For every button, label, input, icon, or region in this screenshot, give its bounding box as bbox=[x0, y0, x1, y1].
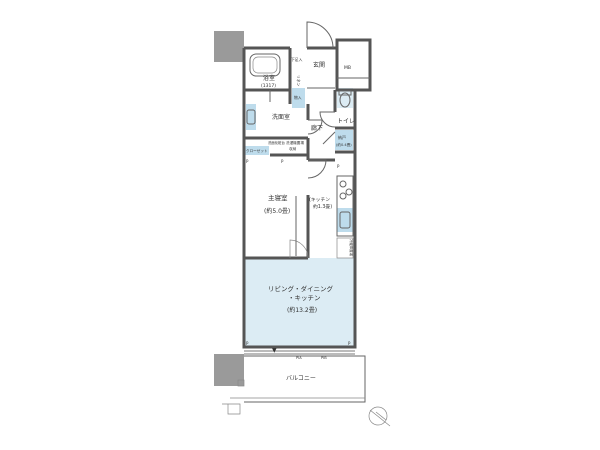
kitchen-sink-area bbox=[337, 208, 353, 232]
label-meter-box: MB bbox=[344, 65, 351, 71]
label-nando-size: (約0.4畳) bbox=[336, 142, 352, 147]
label-master: 主寝室 bbox=[268, 193, 288, 202]
fridge-space bbox=[336, 237, 354, 259]
label-shoe-closet: 下足入 bbox=[291, 57, 303, 62]
mark-pib: PIB bbox=[321, 356, 327, 360]
label-bath: 浴室 bbox=[263, 74, 275, 82]
label-nando: 納戸 bbox=[338, 134, 346, 140]
nando-door bbox=[322, 131, 336, 145]
mark-p-2: P bbox=[281, 159, 284, 164]
entrance-door bbox=[306, 21, 334, 49]
balcony-step bbox=[222, 403, 241, 415]
label-bath-size: (1317) bbox=[261, 83, 276, 89]
label-ldk-size: (約13.2畳) bbox=[287, 306, 317, 314]
label-tall-cabinet: 収納 bbox=[289, 146, 297, 151]
label-toilet: トイレ bbox=[337, 118, 355, 125]
stove-burner-3 bbox=[339, 192, 347, 200]
washroom-sink bbox=[246, 109, 256, 125]
label-washer: 洗濯機置場 bbox=[286, 140, 304, 145]
north-arrow-icon bbox=[368, 406, 391, 427]
balcony-outline bbox=[244, 355, 366, 403]
toilet-door bbox=[319, 111, 336, 128]
mark-down-arrow: ▼ bbox=[272, 347, 277, 354]
mark-p-1: P bbox=[246, 159, 249, 164]
label-wardrobe: クローゼット bbox=[246, 148, 268, 153]
column-top-left bbox=[214, 31, 244, 62]
stove-burner-1 bbox=[339, 180, 347, 188]
label-balcony: バルコニー bbox=[286, 375, 316, 382]
nando-area bbox=[335, 130, 353, 150]
wardrobe-area bbox=[244, 146, 269, 155]
label-kitchen: (キッチン bbox=[309, 197, 330, 203]
label-ldk-line2: ・キッチン bbox=[288, 294, 321, 302]
label-washroom: 洗面室 bbox=[272, 113, 290, 121]
storage-area bbox=[292, 88, 305, 108]
kitchen-counter bbox=[336, 175, 354, 237]
ldk-area bbox=[244, 258, 355, 347]
label-sink: 洗面化粧台 bbox=[268, 140, 286, 145]
toilet-fixture-area bbox=[337, 88, 353, 108]
stove-burner-2 bbox=[345, 188, 353, 196]
label-linen: リネン bbox=[296, 75, 301, 87]
mark-pia: PIA bbox=[296, 356, 302, 360]
toilet-bowl bbox=[339, 92, 351, 108]
label-fridge: 冷蔵庫置場 bbox=[349, 239, 354, 257]
ldk-door bbox=[289, 239, 309, 259]
mark-p-5: P bbox=[348, 341, 351, 346]
label-storage-closet: 物入 bbox=[294, 95, 302, 100]
bathtub-inner bbox=[252, 56, 278, 74]
toilet-tank bbox=[338, 90, 352, 96]
label-ldk-line1: リビング・ダイニング bbox=[268, 284, 334, 293]
entrance-wall bbox=[335, 38, 372, 92]
washroom-sink-area bbox=[246, 104, 256, 130]
label-hall: 廊下 bbox=[311, 124, 323, 132]
bathtub bbox=[249, 53, 281, 77]
washroom-door bbox=[307, 119, 323, 135]
mark-p-4: P bbox=[246, 341, 249, 346]
label-master-size: (約5.0畳) bbox=[264, 207, 290, 215]
kitchen-sink bbox=[339, 211, 351, 229]
column-bottom-left bbox=[214, 354, 244, 386]
label-kitchen-size: 約1.3畳) bbox=[313, 203, 332, 210]
label-entrance: 玄関 bbox=[313, 61, 325, 69]
mark-p-3: P bbox=[337, 164, 340, 169]
master-door bbox=[307, 159, 327, 179]
outdoor-unit bbox=[237, 379, 245, 387]
